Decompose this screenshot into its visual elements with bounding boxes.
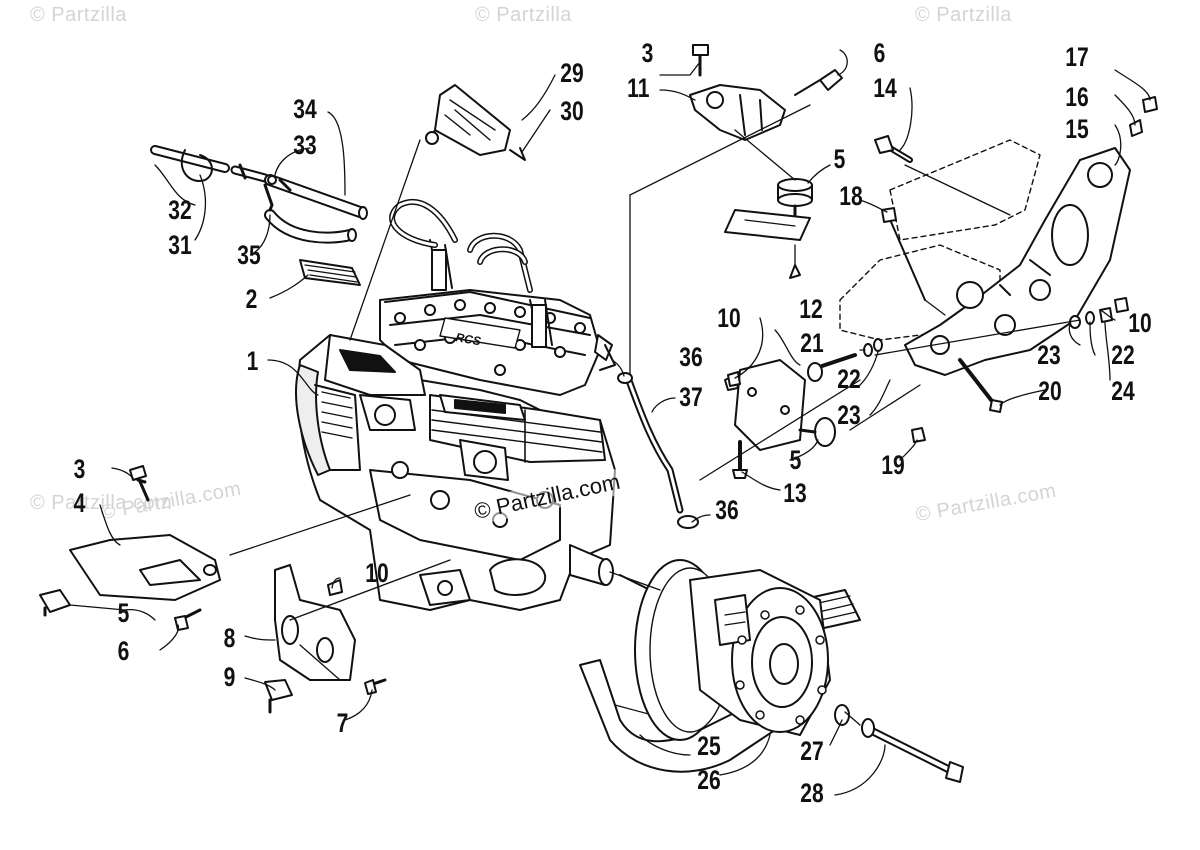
callout-33: 33 xyxy=(293,130,317,160)
callout-1: 1 xyxy=(246,346,259,376)
callout-31: 31 xyxy=(168,230,192,260)
callout-10: 10 xyxy=(717,303,741,333)
rear-mount-plate xyxy=(839,96,1158,443)
callout-29: 29 xyxy=(560,58,584,88)
callout-23: 23 xyxy=(1037,340,1061,370)
top-mount-bracket xyxy=(689,44,843,279)
callout-36: 36 xyxy=(679,342,703,372)
watermark: © Partzilla xyxy=(30,4,127,26)
engine-assembly: RCS xyxy=(295,198,651,611)
callout-6: 6 xyxy=(117,636,130,666)
injection-bracket xyxy=(425,84,526,161)
callout-37: 37 xyxy=(679,382,703,412)
callout-22: 22 xyxy=(837,364,861,394)
watermark: © Partzilla.com xyxy=(30,492,173,514)
callout-20: 20 xyxy=(1038,376,1062,406)
callout-15: 15 xyxy=(1065,114,1089,144)
leader-lines xyxy=(69,49,1151,796)
callout-24: 24 xyxy=(1111,376,1135,406)
decal-part xyxy=(299,259,361,286)
callout-4: 4 xyxy=(73,488,86,518)
callout-35: 35 xyxy=(237,240,261,270)
pulse-hose-assembly xyxy=(150,145,368,244)
callout-30: 30 xyxy=(560,96,584,126)
callout-5: 5 xyxy=(789,445,802,475)
callout-5: 5 xyxy=(833,144,846,174)
alignment-lines xyxy=(229,104,1081,726)
watermark: © Partzilla xyxy=(915,4,1012,26)
callout-16: 16 xyxy=(1065,82,1089,112)
callout-22: 22 xyxy=(1111,340,1135,370)
callout-25: 25 xyxy=(697,731,721,761)
callout-23: 23 xyxy=(837,400,861,430)
svg-text:RCS: RCS xyxy=(454,330,481,348)
callout-3: 3 xyxy=(73,454,86,484)
callout-27: 27 xyxy=(800,736,824,766)
callout-6: 6 xyxy=(873,38,886,68)
callout-19: 19 xyxy=(881,450,905,480)
side-bracket xyxy=(724,338,883,479)
lower-mount-bracket xyxy=(264,564,387,714)
callout-2: 2 xyxy=(245,284,258,314)
callout-18: 18 xyxy=(839,181,863,211)
callout-10: 10 xyxy=(365,558,389,588)
front-mount-plate xyxy=(39,465,221,631)
drive-clutch xyxy=(579,559,964,783)
callout-17: 17 xyxy=(1065,42,1089,72)
callout-11: 11 xyxy=(627,73,650,103)
callout-21: 21 xyxy=(800,328,824,358)
callout-5: 5 xyxy=(117,598,130,628)
watermark: © Partzilla xyxy=(475,4,572,26)
impulse-line xyxy=(599,344,699,529)
callout-36: 36 xyxy=(715,495,739,525)
callout-7: 7 xyxy=(336,708,349,738)
callout-26: 26 xyxy=(697,765,721,795)
callout-9: 9 xyxy=(223,662,236,692)
callout-8: 8 xyxy=(223,623,236,653)
callout-32: 32 xyxy=(168,195,192,225)
callout-10: 10 xyxy=(1128,308,1152,338)
callout-12: 12 xyxy=(799,294,823,324)
callout-3: 3 xyxy=(641,38,654,68)
callout-13: 13 xyxy=(783,478,807,508)
callout-28: 28 xyxy=(800,778,824,808)
callout-34: 34 xyxy=(293,94,317,124)
callout-14: 14 xyxy=(873,73,897,103)
